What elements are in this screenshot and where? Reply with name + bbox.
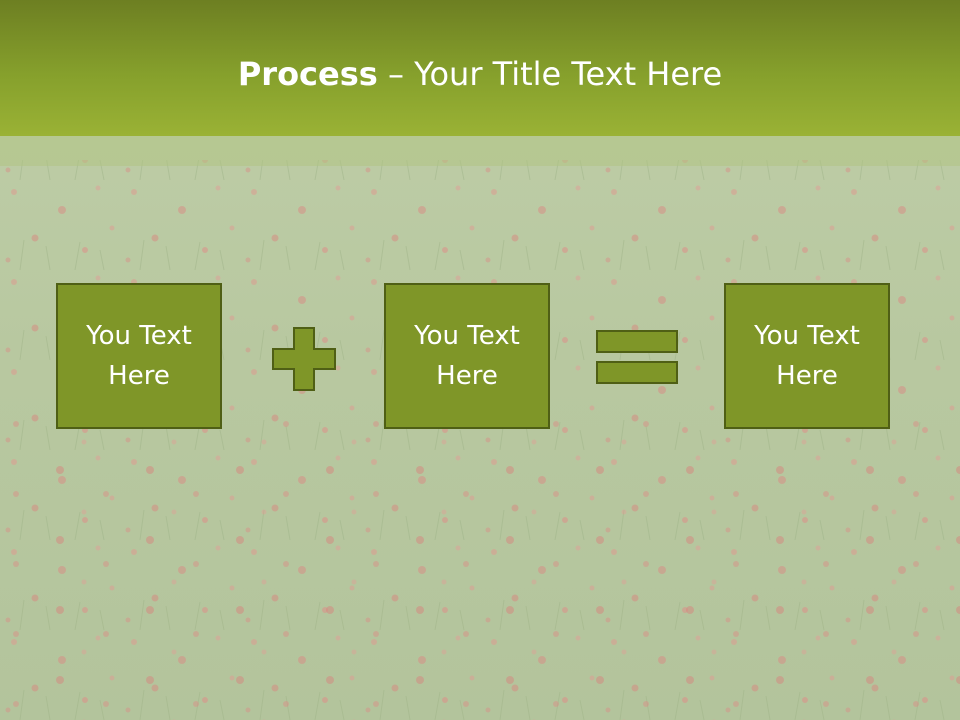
plus-icon	[272, 327, 336, 391]
title-rest-text: – Your Title Text Here	[377, 55, 723, 93]
process-box-2[interactable]: You Text Here	[384, 283, 550, 429]
process-box-1-text: You Text Here	[86, 321, 192, 391]
slide-title[interactable]: Process – Your Title Text Here	[0, 52, 960, 96]
title-bold-text: Process	[237, 55, 378, 93]
process-box-3-text: You Text Here	[754, 321, 860, 391]
process-box-3[interactable]: You Text Here	[724, 283, 890, 429]
equals-icon	[596, 330, 678, 384]
process-box-1[interactable]: You Text Here	[56, 283, 222, 429]
process-box-2-text: You Text Here	[414, 321, 520, 391]
title-bar-band	[0, 136, 960, 166]
title-bar	[0, 0, 960, 136]
